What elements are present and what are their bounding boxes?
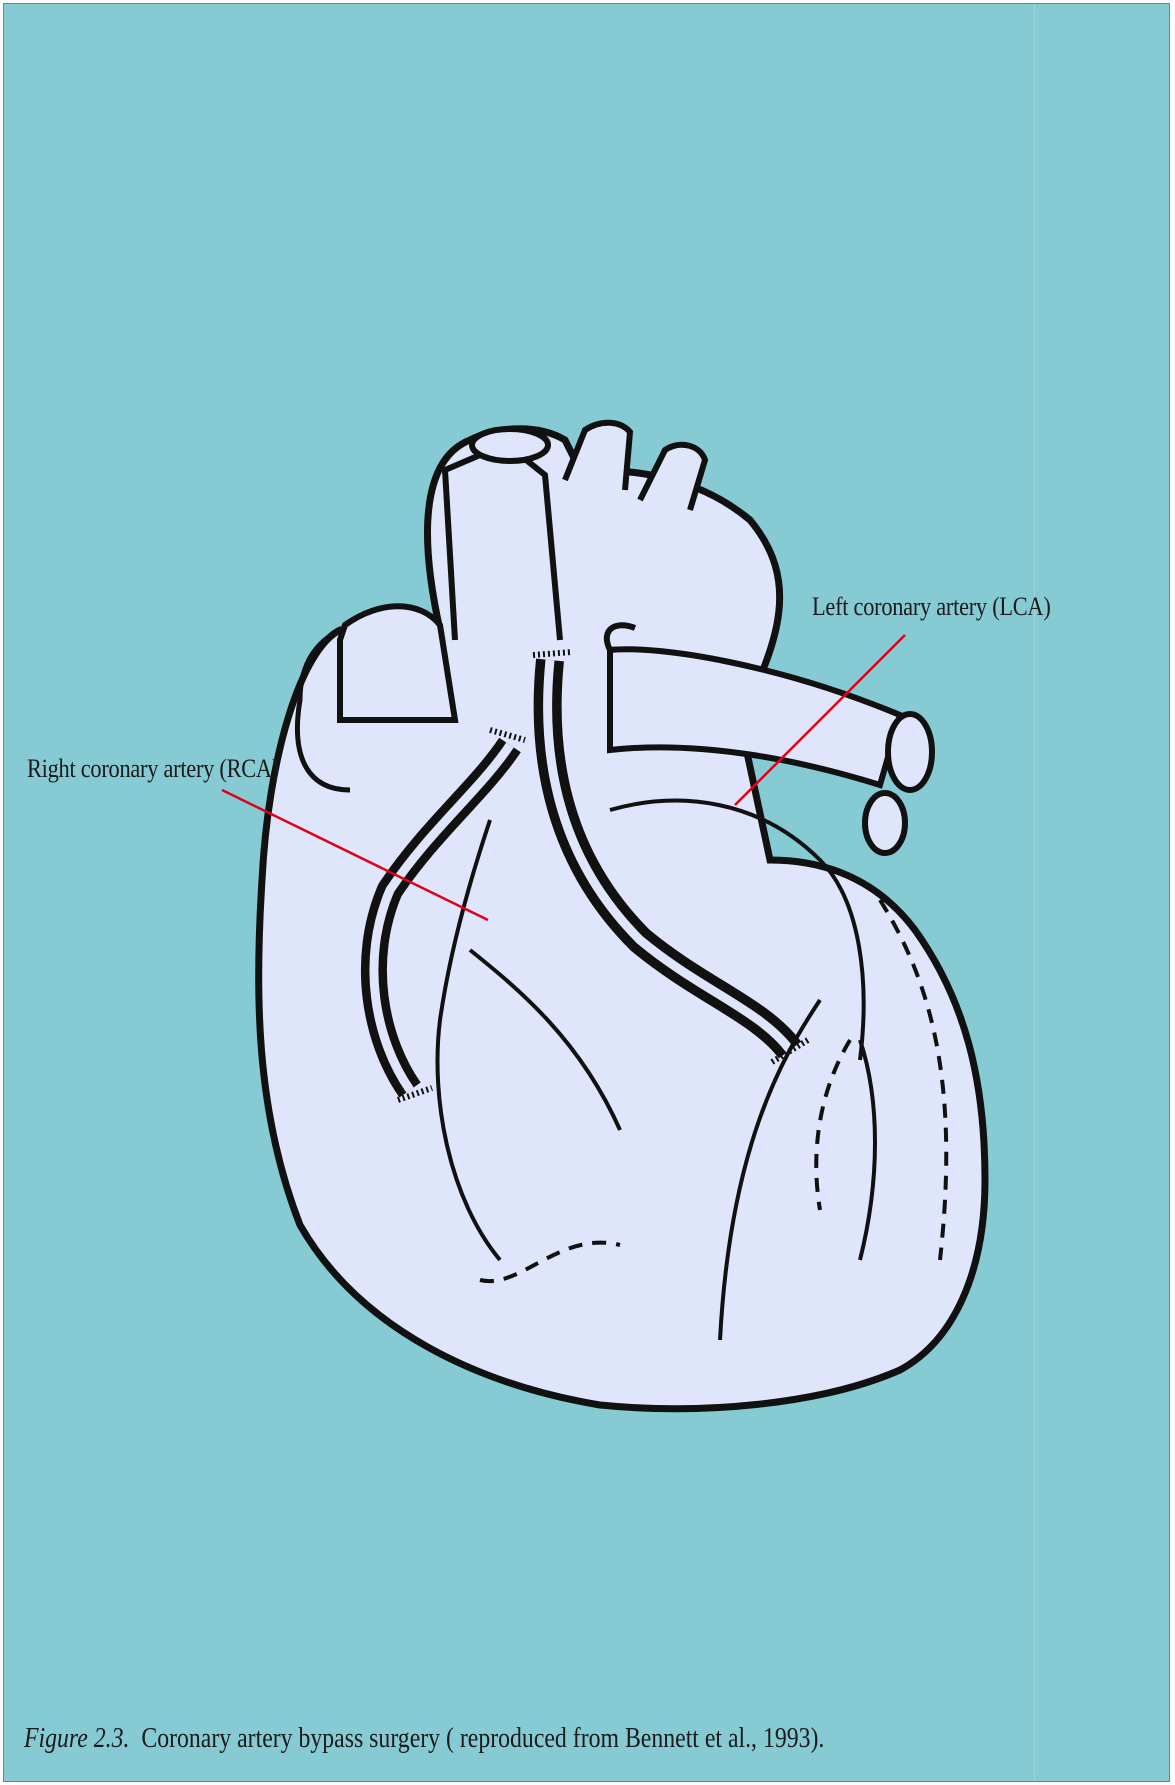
vessel-branch-3	[640, 445, 705, 510]
lca-label: Left coronary artery (LCA)	[812, 592, 1051, 622]
caption-text: Coronary artery bypass surgery ( reprodu…	[141, 1722, 824, 1754]
superior-vena-cava	[340, 606, 455, 720]
rca-label: Right coronary artery (RCA)	[27, 754, 279, 784]
aortic-arch	[445, 455, 560, 640]
pulmonary-opening-2	[865, 793, 905, 853]
vessel-branch-2	[565, 423, 630, 490]
figure-reference: Figure 2.3.	[24, 1722, 129, 1754]
figure-caption: Figure 2.3. Coronary artery bypass surge…	[24, 1722, 824, 1755]
pulmonary-opening-1	[888, 714, 932, 790]
vessel-opening-1	[472, 429, 548, 461]
